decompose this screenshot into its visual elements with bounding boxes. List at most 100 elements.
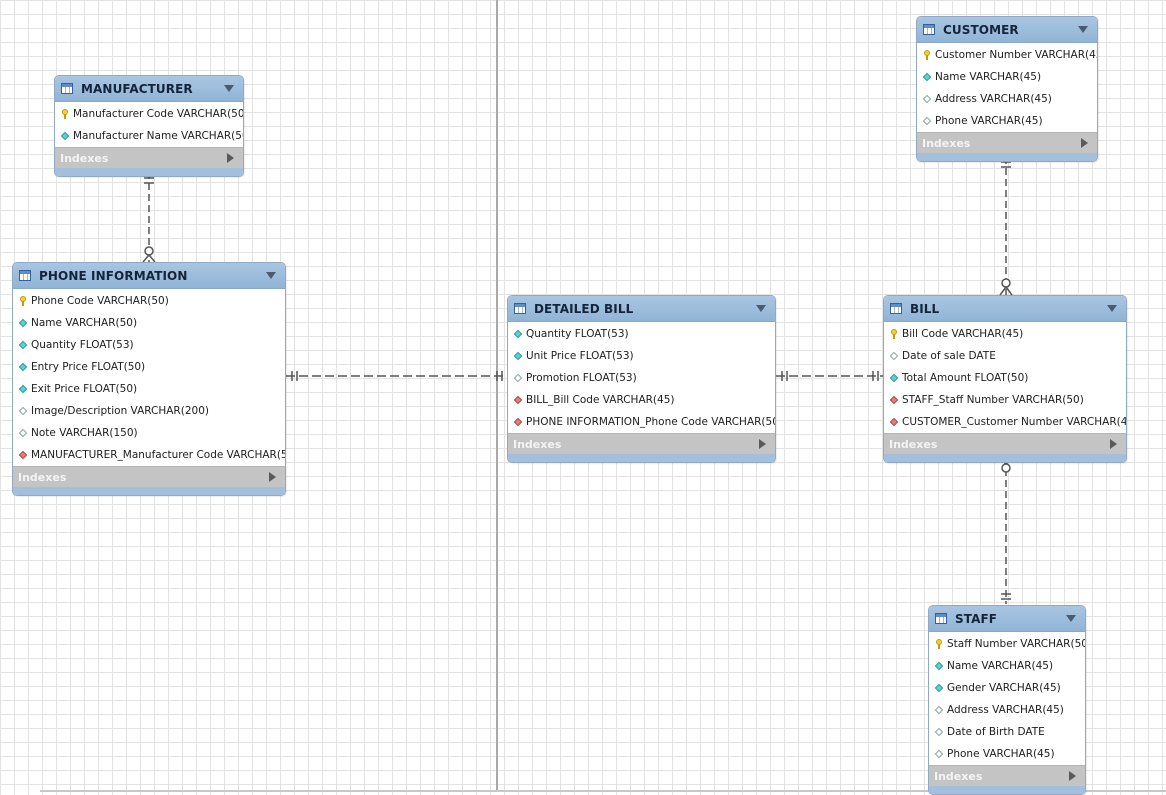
column-label: PHONE INFORMATION_Phone Code VARCHAR(50)	[526, 416, 776, 428]
column-row[interactable]: Exit Price FLOAT(50)	[13, 378, 285, 400]
column-row[interactable]: Phone VARCHAR(45)	[929, 743, 1085, 765]
column-label: Manufacturer Name VARCHAR(50)	[73, 130, 244, 142]
column-row[interactable]: Name VARCHAR(45)	[917, 66, 1097, 88]
column-label: STAFF_Staff Number VARCHAR(50)	[902, 394, 1084, 406]
expand-arrow-icon[interactable]	[1110, 439, 1117, 449]
column-list: Staff Number VARCHAR(50) Name VARCHAR(45)…	[929, 632, 1085, 765]
column-row[interactable]: Date of Birth DATE	[929, 721, 1085, 743]
column-row[interactable]: BILL_Bill Code VARCHAR(45)	[508, 389, 775, 411]
column-row[interactable]: Entry Price FLOAT(50)	[13, 356, 285, 378]
column-label: Staff Number VARCHAR(50)	[947, 638, 1086, 650]
not-null-column-icon	[19, 318, 27, 328]
column-row[interactable]: Manufacturer Code VARCHAR(50)	[55, 103, 243, 125]
column-label: Phone VARCHAR(45)	[947, 748, 1055, 760]
column-label: Address VARCHAR(45)	[947, 704, 1064, 716]
column-row[interactable]: Address VARCHAR(45)	[929, 699, 1085, 721]
column-row[interactable]: Name VARCHAR(45)	[929, 655, 1085, 677]
table-name-manufacturer: MANUFACTURER	[81, 81, 193, 96]
column-row[interactable]: Name VARCHAR(50)	[13, 312, 285, 334]
collapse-arrow-icon[interactable]	[266, 272, 276, 279]
column-row[interactable]: Quantity FLOAT(53)	[13, 334, 285, 356]
expand-arrow-icon[interactable]	[1081, 138, 1088, 148]
column-row[interactable]: Unit Price FLOAT(53)	[508, 345, 775, 367]
table-icon	[890, 303, 902, 314]
indexes-label: Indexes	[18, 470, 67, 484]
table-name-staff: STAFF	[955, 611, 998, 626]
table-staff[interactable]: STAFF Staff Number VARCHAR(50) Name VARCHA…	[928, 605, 1086, 795]
expand-arrow-icon[interactable]	[269, 472, 276, 482]
column-row[interactable]: Bill Code VARCHAR(45)	[884, 323, 1126, 345]
table-manufacturer[interactable]: MANUFACTURER Manufacturer Code VARCHAR(50…	[54, 75, 244, 177]
nullable-column-icon	[19, 406, 27, 416]
nullable-column-icon	[935, 705, 943, 715]
column-row[interactable]: Gender VARCHAR(45)	[929, 677, 1085, 699]
not-null-column-icon	[19, 384, 27, 394]
collapse-arrow-icon[interactable]	[756, 305, 766, 312]
relationship-staff-bill[interactable]	[999, 457, 1013, 604]
column-row[interactable]: CUSTOMER_Customer Number VARCHAR(45)	[884, 411, 1126, 433]
column-row[interactable]: Image/Description VARCHAR(200)	[13, 400, 285, 422]
table-icon	[935, 613, 947, 624]
expand-arrow-icon[interactable]	[759, 439, 766, 449]
indexes-section[interactable]: Indexes	[55, 147, 243, 168]
relationship-manufacturer-phone[interactable]	[142, 172, 156, 263]
column-label: Phone VARCHAR(45)	[935, 115, 1043, 127]
collapse-arrow-icon[interactable]	[1107, 305, 1117, 312]
indexes-label: Indexes	[922, 136, 971, 150]
column-row[interactable]: Date of sale DATE	[884, 345, 1126, 367]
table-header[interactable]: PHONE INFORMATION	[13, 263, 285, 289]
table-icon	[19, 270, 31, 281]
relationship-phone-detailedbill[interactable]	[286, 371, 507, 381]
not-null-column-icon	[514, 329, 522, 339]
page-break-horizontal	[40, 790, 1166, 792]
column-row[interactable]: Note VARCHAR(150)	[13, 422, 285, 444]
column-row[interactable]: Total Amount FLOAT(50)	[884, 367, 1126, 389]
collapse-arrow-icon[interactable]	[1066, 615, 1076, 622]
indexes-section[interactable]: Indexes	[13, 466, 285, 487]
indexes-section[interactable]: Indexes	[508, 433, 775, 454]
column-row[interactable]: Phone VARCHAR(45)	[917, 110, 1097, 132]
column-row[interactable]: Quantity FLOAT(53)	[508, 323, 775, 345]
indexes-section[interactable]: Indexes	[884, 433, 1126, 454]
column-row[interactable]: Manufacturer Name VARCHAR(50)	[55, 125, 243, 147]
not-null-column-icon	[935, 661, 943, 671]
column-label: Name VARCHAR(45)	[935, 71, 1042, 83]
table-phone-information[interactable]: PHONE INFORMATION Phone Code VARCHAR(50) N…	[12, 262, 286, 496]
foreign-key-icon	[890, 417, 898, 427]
table-name-detailed-bill: DETAILED BILL	[534, 301, 634, 316]
table-header[interactable]: DETAILED BILL	[508, 296, 775, 322]
indexes-section[interactable]: Indexes	[917, 132, 1097, 153]
collapse-arrow-icon[interactable]	[1078, 26, 1088, 33]
table-header[interactable]: MANUFACTURER	[55, 76, 243, 102]
column-row[interactable]: PHONE INFORMATION_Phone Code VARCHAR(50)	[508, 411, 775, 433]
table-icon	[514, 303, 526, 314]
table-header[interactable]: STAFF	[929, 606, 1085, 632]
column-label: CUSTOMER_Customer Number VARCHAR(45)	[902, 416, 1127, 428]
relationship-customer-bill[interactable]	[999, 157, 1013, 296]
collapse-arrow-icon[interactable]	[224, 85, 234, 92]
column-row[interactable]: MANUFACTURER_Manufacturer Code VARCHAR(5…	[13, 444, 285, 466]
table-bill[interactable]: BILL Bill Code VARCHAR(45)Date of sale DA…	[883, 295, 1127, 463]
table-detailed-bill[interactable]: DETAILED BILL Quantity FLOAT(53)Unit Pric…	[507, 295, 776, 463]
table-header[interactable]: CUSTOMER	[917, 17, 1097, 43]
not-null-column-icon	[19, 340, 27, 350]
column-label: Phone Code VARCHAR(50)	[31, 295, 169, 307]
expand-arrow-icon[interactable]	[227, 153, 234, 163]
relationship-detailedbill-bill[interactable]	[776, 371, 883, 381]
column-row[interactable]: STAFF_Staff Number VARCHAR(50)	[884, 389, 1126, 411]
column-row[interactable]: Promotion FLOAT(53)	[508, 367, 775, 389]
column-row[interactable]: Phone Code VARCHAR(50)	[13, 290, 285, 312]
column-label: Quantity FLOAT(53)	[31, 339, 134, 351]
column-row[interactable]: Customer Number VARCHAR(45)	[917, 44, 1097, 66]
column-row[interactable]: Address VARCHAR(45)	[917, 88, 1097, 110]
nullable-column-icon	[923, 116, 931, 126]
table-name-bill: BILL	[910, 301, 940, 316]
indexes-section[interactable]: Indexes	[929, 765, 1085, 786]
table-header[interactable]: BILL	[884, 296, 1126, 322]
expand-arrow-icon[interactable]	[1069, 771, 1076, 781]
nullable-column-icon	[890, 351, 898, 361]
column-row[interactable]: Staff Number VARCHAR(50)	[929, 633, 1085, 655]
foreign-key-icon	[514, 417, 522, 427]
